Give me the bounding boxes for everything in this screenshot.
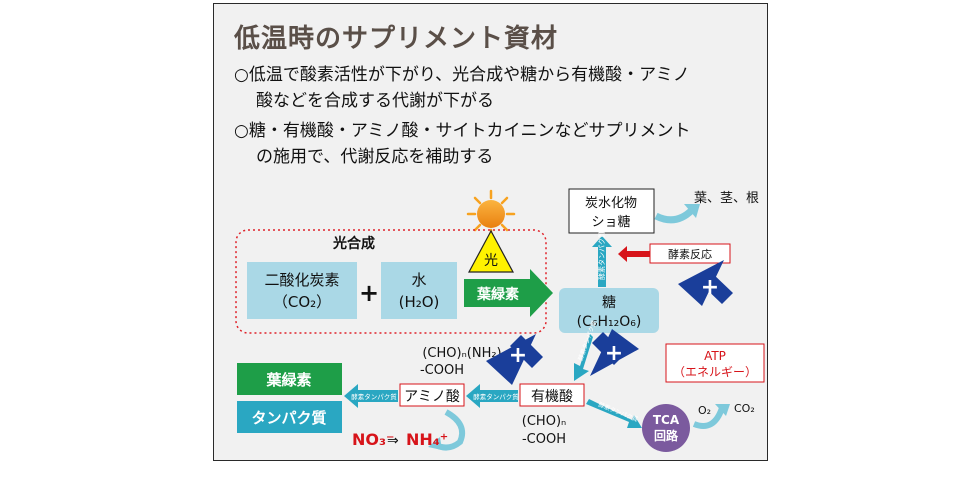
tca-cycle	[642, 404, 690, 452]
water-box	[381, 262, 457, 319]
amino-acid-label: アミノ酸	[404, 389, 460, 405]
gas-exchange-arrow-head	[715, 404, 730, 416]
bullet-2: ○糖・有機酸・アミノ酸・サイトカイニンなどサプリメント の施用で、代謝反応を補助…	[234, 118, 691, 170]
organic-formula-1: (CHO)ₙ	[522, 414, 566, 429]
plus-label-organic: +	[605, 341, 623, 366]
amino-acid-box	[399, 383, 465, 407]
sugar-name: 糖	[602, 295, 616, 311]
chlorophyll-box-label: 葉緑素	[265, 371, 311, 389]
organic-acid-box	[519, 383, 585, 407]
supplement-plus-arrow-organic: +	[590, 329, 639, 376]
o2-label: O₂	[698, 404, 711, 417]
amino-formula-1: (CHO)ₙ(NH₂)	[422, 346, 501, 361]
enzyme-arrow-up-label: 酵素タンパク質	[597, 231, 606, 280]
page-title: 低温時のサプリメント資材	[234, 24, 559, 54]
gas-exchange-arrow	[692, 406, 725, 429]
supplement-plus-arrow-sugar: +	[678, 260, 733, 306]
plus-sign: +	[359, 279, 379, 307]
enzyme-arrow-to-amino-label: 酵素タンパク質	[473, 392, 519, 401]
organs-label: 葉、茎、根	[694, 191, 759, 206]
water-formula: (H₂O)	[399, 293, 440, 311]
photosynthesis-region	[235, 229, 547, 334]
sugar-box	[559, 288, 659, 333]
enzyme-arrow-diag	[574, 334, 593, 381]
tca-label-2: 回路	[654, 428, 679, 443]
co2-name: 二酸化炭素	[264, 271, 339, 289]
atp-label-1: ATP	[704, 349, 726, 363]
chlorophyll-box	[237, 363, 342, 395]
water-name: 水	[411, 271, 426, 289]
sugar-formula: (C₆H₁₂O₆)	[577, 314, 642, 330]
co2-box	[247, 262, 357, 319]
enzyme-arrow-to-proteins-label: 酵素タンパク質	[351, 392, 397, 401]
sucrose-label: ショ糖	[591, 214, 630, 230]
supplement-panel: 低温時のサプリメント資材 ○低温で酸素活性が下がり、光合成や糖から有機酸・アミノ…	[213, 3, 768, 461]
supplement-plus-arrow-amino: +	[486, 334, 543, 385]
enzyme-arrow-to-tca	[586, 399, 642, 428]
co2-formula: （CO₂）	[273, 293, 331, 311]
light-triangle	[467, 229, 515, 273]
chlorophyll-arrow-label: 葉緑素	[476, 286, 519, 303]
bullet-1-line-1: ○低温で酸素活性が下がり、光合成や糖から有機酸・アミノ	[234, 65, 690, 85]
co2-out-label: CO₂	[734, 402, 755, 415]
curved-arrow-to-organs	[654, 207, 695, 224]
bullet-1: ○低温で酸素活性が下がり、光合成や糖から有機酸・アミノ 酸などを合成する代謝が下…	[234, 62, 690, 114]
enzyme-reaction-label: 酵素反応	[668, 247, 712, 261]
enzyme-arrow-to-amino	[466, 384, 518, 408]
metabolism-diagram: 光 光合成 二酸化炭素 （CO₂） + 水 (H₂O) 葉緑素 炭水化物 ショ糖…	[235, 188, 765, 452]
plus-label-sugar: +	[701, 275, 719, 300]
nitrate-arrow	[432, 409, 466, 451]
plus-label-amino: +	[509, 343, 527, 368]
photosynthesis-label: 光合成	[332, 235, 375, 252]
carbohydrate-box	[568, 188, 655, 234]
chlorophyll-arrow	[464, 269, 553, 317]
light-label: 光	[484, 253, 498, 269]
nitrate-label: NO₃⁻	[352, 430, 394, 449]
organic-acid-label: 有機酸	[531, 389, 573, 405]
ammonium-label: NH₄⁺	[406, 430, 448, 449]
nitrate-arrow-head	[428, 437, 442, 450]
protein-box-label: タンパク質	[251, 409, 326, 427]
carbohydrate-label: 炭水化物	[585, 196, 637, 211]
red-arrow	[618, 246, 650, 262]
bullet-2-line-2: の施用で、代謝反応を補助する	[256, 147, 494, 167]
tca-label-1: TCA	[653, 413, 680, 427]
bullet-2-line-1: ○糖・有機酸・アミノ酸・サイトカイニンなどサプリメント	[234, 121, 691, 141]
curved-arrow-head	[684, 204, 700, 218]
atp-label-2: （エネルギー）	[673, 365, 757, 379]
protein-box	[237, 401, 342, 433]
organic-formula-2: -COOH	[522, 432, 566, 447]
enzyme-arrow-to-tca-label: 酵素タンパク質	[597, 400, 639, 423]
enzyme-arrow-up	[592, 236, 612, 287]
amino-formula-2: -COOH	[420, 363, 464, 378]
convert-arrow: ⇒	[387, 433, 399, 449]
bullet-1-line-2: 酸などを合成する代謝が下がる	[256, 91, 494, 111]
atp-box	[665, 343, 765, 383]
enzyme-arrow-to-proteins	[344, 384, 398, 408]
